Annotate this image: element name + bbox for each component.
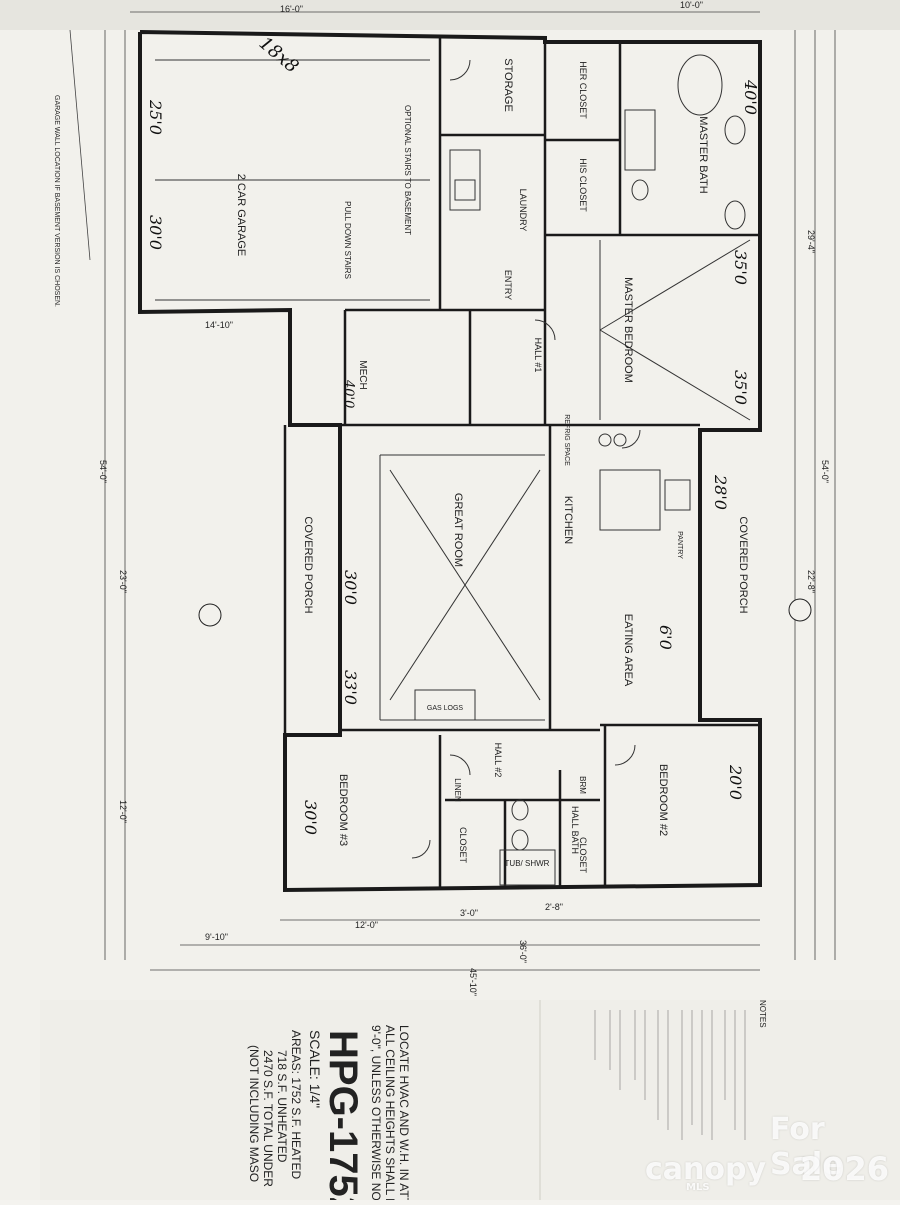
- room-label-gas-logs: GAS LOGS: [427, 705, 464, 712]
- handwritten-note: 28'0: [711, 474, 730, 510]
- dim-12-left: 12'-0": [118, 800, 128, 823]
- dim-45-10: 45'-10": [468, 968, 478, 996]
- areas-unheated: 718 S.F. UNHEATED: [275, 1050, 289, 1163]
- room-label-hall2: HALL #2: [493, 743, 503, 778]
- room-label-mech: MECH: [357, 360, 368, 389]
- dim-22-8: 22'-8": [806, 570, 816, 593]
- dim-36: 36'-0": [518, 940, 528, 963]
- handwritten-note: 40'0: [341, 379, 356, 408]
- dim-54: 54'-0": [98, 460, 108, 483]
- scale-label: SCALE: 1/4": [307, 1030, 323, 1108]
- dim-9-10: 9'-10": [205, 932, 228, 942]
- dim-23: 23'-0": [118, 570, 128, 593]
- room-label-linen: LINEN: [453, 778, 462, 802]
- room-label-entry: ENTRY: [503, 270, 513, 300]
- room-label-hall1: HALL #1: [533, 338, 543, 373]
- dim-16: 16'-0": [280, 4, 303, 14]
- room-label-pantry: PANTRY: [676, 531, 683, 559]
- handwritten-note: 20'0: [726, 764, 745, 800]
- dim-54-right: 54'-0": [820, 460, 830, 483]
- room-label-covered-porch-left: COVERED PORCH: [302, 516, 314, 613]
- room-label-tub-shower: TUB/ SHWR: [505, 859, 550, 868]
- room-label-her-closet: HER CLOSET: [578, 61, 588, 119]
- room-label-covered-porch-right: COVERED PORCH: [737, 516, 749, 613]
- room-label-pull-down-stairs: PULL DOWN STAIRS: [343, 201, 352, 279]
- dim-2-8: 2'-8": [545, 902, 563, 912]
- room-label-refrig: REFRIG SPACE: [563, 414, 570, 466]
- room-label-laundry: LAUNDRY: [518, 189, 528, 232]
- room-label-storage: STORAGE: [502, 58, 514, 112]
- room-label-bedroom3: BEDROOM #3: [337, 774, 349, 846]
- dim-10: 10'-0": [680, 0, 703, 10]
- watermark-mls: MLS: [686, 1182, 710, 1193]
- handwritten-note: 25'0: [146, 99, 165, 135]
- handwritten-note: 35'0: [731, 250, 750, 285]
- handwritten-note: 6'0: [656, 625, 675, 650]
- handwritten-note: 30'0: [341, 570, 360, 605]
- dim-12-bottom: 12'-0": [355, 920, 378, 930]
- room-label-hall-bath: HALL BATH: [570, 806, 580, 854]
- room-label-brm: BRM: [578, 776, 587, 794]
- areas-heated: AREAS: 1752 S.F. HEATED: [289, 1030, 303, 1180]
- room-label-his-closet: HIS CLOSET: [578, 158, 588, 212]
- handwritten-note: 30'0: [146, 215, 165, 250]
- room-label-master-bath: MASTER BATH: [697, 116, 709, 193]
- notes-title: NOTES: [758, 1000, 767, 1028]
- handwritten-note: 30'0: [301, 800, 320, 835]
- notes-line-1: LOCATE HVAC AND W.H. IN ATTIC: [397, 1025, 411, 1200]
- watermark-brand: canopy: [645, 1152, 767, 1187]
- dim-3-0: 3'-0": [460, 908, 478, 918]
- notes-line-2: ALL CEILING HEIGHTS SHALL BE A: [383, 1025, 397, 1200]
- dim-14-10: 14'-10": [205, 320, 233, 330]
- areas-note: (NOT INCLUDING MASO: [247, 1045, 261, 1182]
- room-label-garage: 2 CAR GARAGE: [235, 174, 247, 257]
- garage-wall-note: GARAGE WALL LOCATION IF BASEMENT VERSION…: [53, 95, 60, 307]
- handwritten-note: 33'0: [341, 670, 360, 705]
- room-label-great-room: GREAT ROOM: [452, 493, 464, 567]
- watermark-year: 2026: [800, 1150, 890, 1188]
- plan-id: HPG-1752: [321, 1030, 365, 1200]
- handwritten-note: 40'0: [741, 79, 760, 115]
- room-label-bedroom2: BEDROOM #2: [657, 764, 669, 836]
- room-label-kitchen: KITCHEN: [562, 496, 574, 544]
- room-label-closet-right: CLOSET: [578, 837, 588, 874]
- room-label-optional-stairs: OPTIONAL STAIRS TO BASEMENT: [403, 105, 412, 235]
- room-label-closet-left: CLOSET: [458, 827, 468, 864]
- watermark-for-sale: For Sale: [770, 1112, 843, 1182]
- room-label-eating-area: EATING AREA: [622, 614, 634, 687]
- areas-total: 2470 S.F. TOTAL UNDER: [261, 1050, 275, 1187]
- handwritten-note: 35'0: [731, 370, 750, 405]
- notes-line-3: 9'-0", UNLESS OTHERWISE NOTED: [369, 1025, 383, 1200]
- room-label-master-bedroom: MASTER BEDROOM: [622, 277, 634, 383]
- dim-29-4: 29'-4": [806, 230, 816, 253]
